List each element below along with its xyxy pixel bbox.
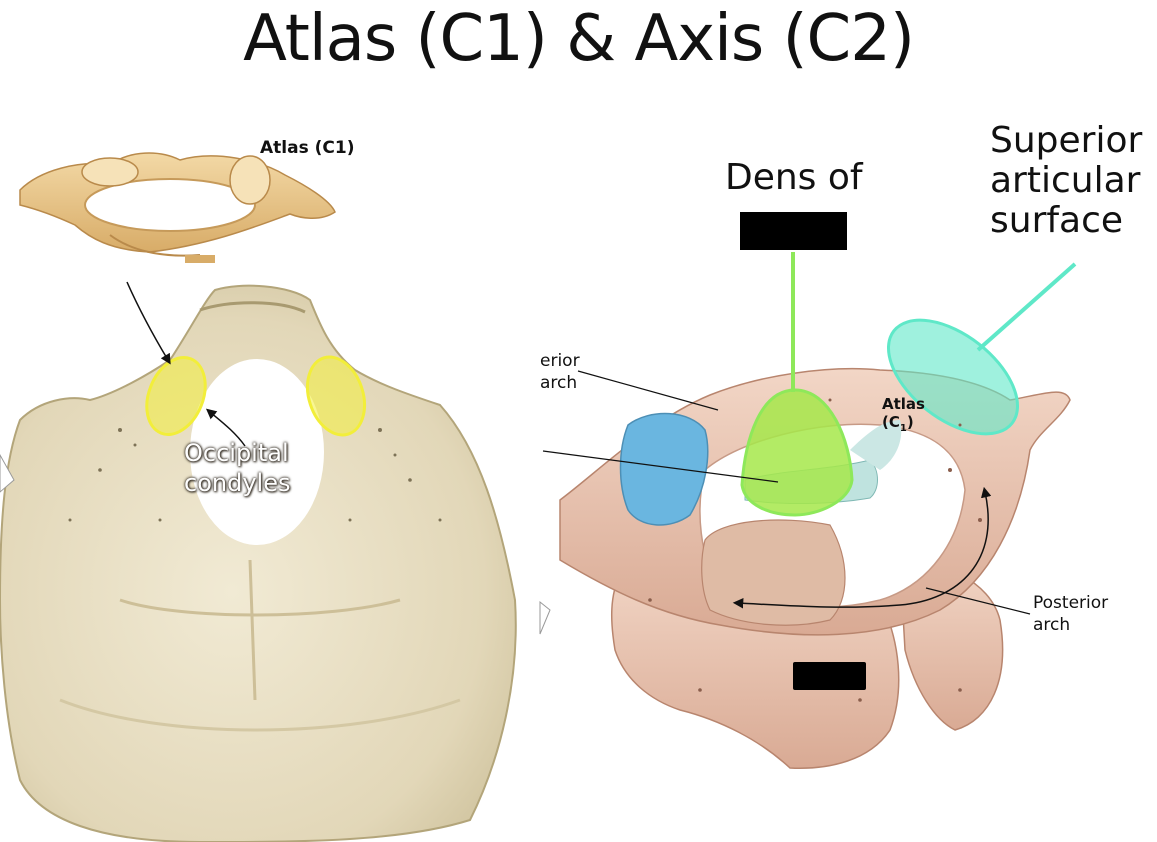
atlas-articulation-arrow	[126, 281, 171, 365]
slide-title: Atlas (C1) & Axis (C2)	[243, 2, 915, 76]
atlas-c1-small-label: Atlas (C1)	[260, 138, 355, 158]
posterior-arch-arrow	[732, 486, 992, 609]
anterior-arch-pointer-line	[577, 370, 719, 411]
left-occipital-condyle-highlight	[145, 356, 207, 436]
dens-redacted-answer	[740, 212, 847, 250]
superior-articular-surface-label: Superior articular surface	[990, 120, 1143, 241]
posterior-arch-pointer-line	[925, 587, 1031, 615]
atlas-c1-small-illustration	[0, 118, 395, 263]
atlas-axis-illustration	[540, 252, 1077, 769]
axis-redacted-label	[793, 662, 866, 690]
posterior-arch-label: Posterior arch	[1033, 593, 1109, 635]
anterior-arch-label: erior arch	[540, 351, 580, 393]
condyle-pointer-arrow	[205, 408, 246, 447]
transverse-ligament-pointer-line	[542, 450, 779, 483]
left-edge-shape	[0, 453, 15, 493]
right-occipital-condyle-highlight	[306, 355, 366, 437]
dens-label: Dens of	[725, 157, 863, 198]
superior-articular-surface-highlight	[886, 318, 1020, 436]
atlas-c1-right-label: Atlas (C1)	[882, 395, 925, 434]
superior-articular-pointer-line	[976, 262, 1077, 352]
occipital-condyles-label: Occipital condyles	[184, 439, 291, 497]
mid-edge-shape	[539, 600, 551, 635]
skull-base-illustration	[0, 281, 517, 842]
